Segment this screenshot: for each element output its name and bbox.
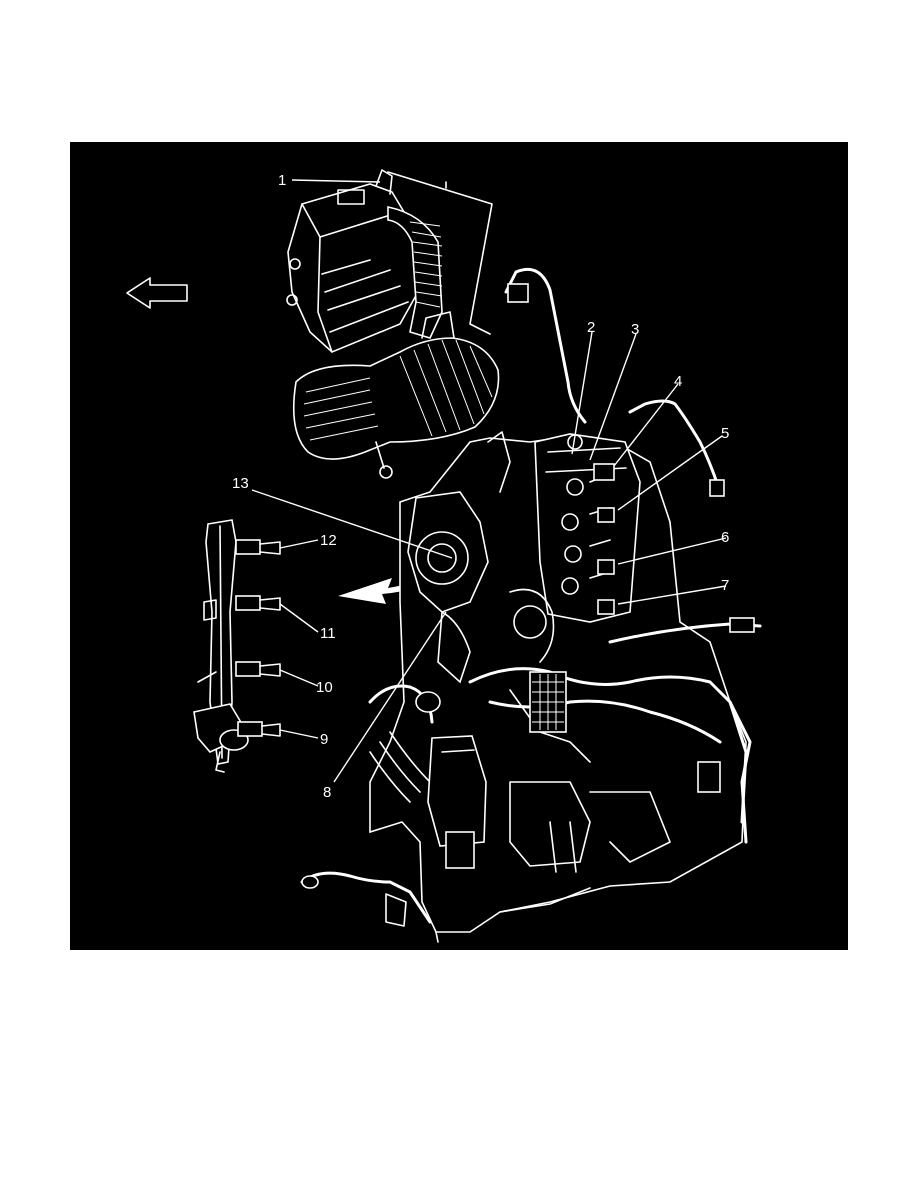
callout-2: 2	[587, 319, 595, 336]
callout-1: 1	[278, 172, 286, 189]
callout-6: 6	[721, 529, 729, 546]
fuel-injector-9	[237, 721, 281, 737]
fuel-rail-assembly	[193, 519, 281, 773]
engine-block	[300, 431, 762, 943]
callout-10: 10	[316, 679, 333, 696]
intake-duct	[292, 206, 500, 479]
callout-8: 8	[323, 784, 331, 801]
callout-5: 5	[721, 425, 729, 442]
callout-4: 4	[674, 373, 682, 390]
upper-harness	[504, 267, 725, 497]
callout-3: 3	[631, 321, 639, 338]
harness-bracket-line	[387, 171, 493, 335]
callout-13: 13	[232, 475, 249, 492]
callout-9: 9	[320, 731, 328, 748]
callout-11: 11	[320, 625, 336, 642]
leader-lines	[251, 179, 727, 783]
engine-diagram: 1 2 3 4 5 6 7 8 9 10 11 12 13	[70, 142, 848, 950]
left-arrow-icon	[126, 277, 188, 309]
fuel-injector-12	[235, 539, 281, 555]
callout-labels: 1 2 3 4 5 6 7 8 9 10 11 12 13	[232, 172, 729, 801]
curved-arrow-icon	[338, 562, 458, 604]
callout-12: 12	[320, 532, 337, 549]
fuel-injector-11	[235, 595, 281, 611]
fuel-injector-10	[235, 661, 281, 677]
air-cleaner-assembly	[286, 169, 419, 353]
callout-7: 7	[721, 577, 729, 594]
engine-diagram-svg: 1 2 3 4 5 6 7 8 9 10 11 12 13	[126, 169, 762, 943]
